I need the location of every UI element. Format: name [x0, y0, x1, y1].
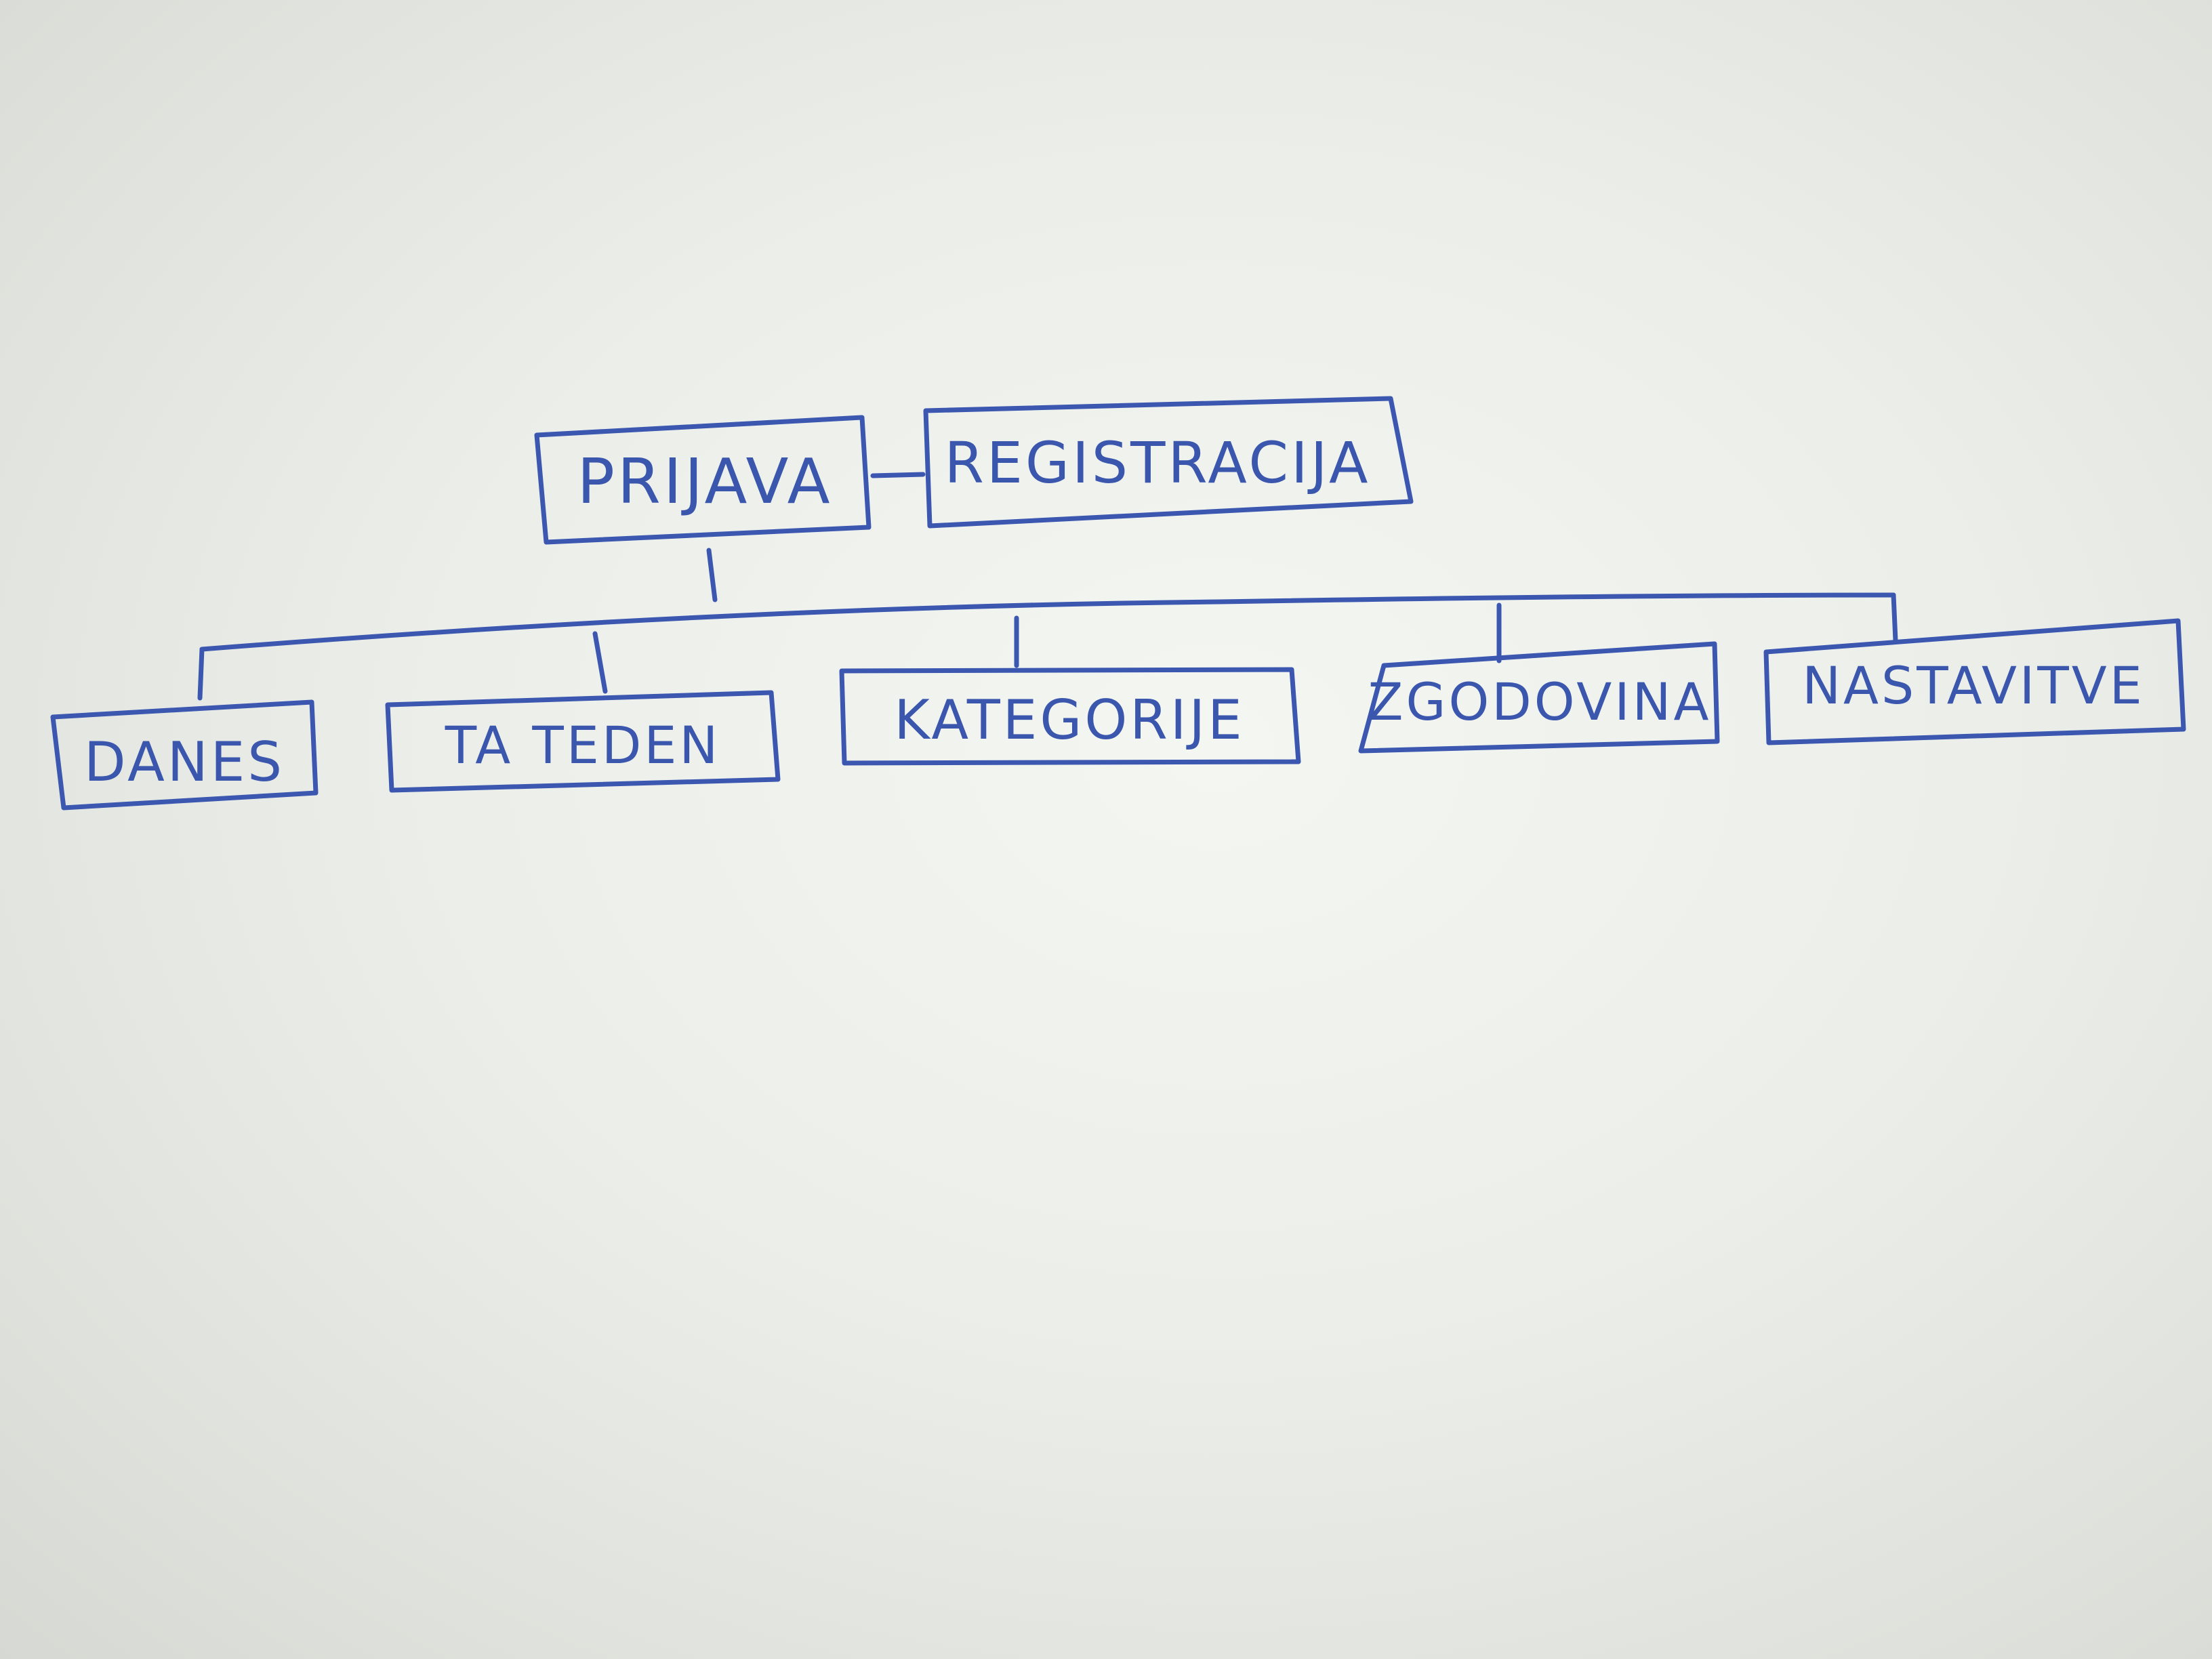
connector-login-register [870, 472, 926, 478]
connector-bus [199, 592, 1896, 652]
connector-drop-ta-teden [592, 631, 608, 694]
node-kategorije: KATEGORIJE [839, 667, 1301, 766]
node-login-label: PRIJAVA [577, 445, 832, 518]
connectors [197, 472, 1898, 701]
node-danes: DANES [50, 699, 319, 811]
connector-login-down [706, 548, 718, 602]
connector-drop-nastavitve [1891, 592, 1898, 643]
node-register: REGISTRACIJA [923, 396, 1414, 529]
node-zgodovina-box [1358, 641, 1720, 754]
node-kategorije-label: KATEGORIJE [894, 689, 1244, 752]
node-danes-label: DANES [84, 731, 285, 794]
node-zgodovina-label: ZGODOVINA [1368, 672, 1711, 732]
node-ta-teden-box [385, 690, 781, 793]
node-nastavitve: NASTAVITVE [1763, 618, 2186, 745]
node-register-label: REGISTRACIJA [944, 430, 1370, 496]
node-login-box [534, 415, 872, 545]
node-zgodovina: ZGODOVINA [1358, 641, 1720, 754]
node-login: PRIJAVA [534, 415, 872, 545]
node-nastavitve-box [1763, 618, 2186, 745]
connector-drop-danes [197, 647, 205, 701]
node-danes-box [50, 699, 319, 811]
node-ta-teden: TA TEDEN [385, 690, 781, 793]
node-kategorije-box [839, 667, 1301, 766]
node-nastavitve-label: NASTAVITVE [1802, 655, 2145, 716]
node-register-box [923, 396, 1414, 529]
node-ta-teden-label: TA TEDEN [445, 715, 721, 775]
